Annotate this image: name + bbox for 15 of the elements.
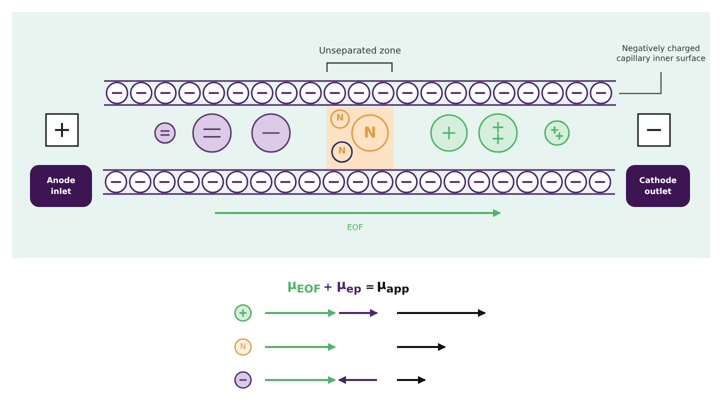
arrow-label: EOF [347, 224, 363, 232]
ion-symbol: N [338, 148, 346, 156]
ion-symbol: N [240, 343, 246, 351]
equation-operator: = [365, 282, 375, 292]
equation-term: μ$_{EOF}$ [287, 278, 321, 296]
ion-symbol: N [364, 126, 376, 140]
equation-operator: + [323, 282, 333, 292]
outlet-box: Cathode outlet [626, 165, 690, 207]
inlet-box: Anode inlet [30, 165, 92, 207]
leader-line [619, 72, 662, 94]
equation-term: μ$_{app}$ [376, 278, 410, 296]
ion-symbol: N [336, 114, 344, 124]
zone-label: Unseparated zone [318, 48, 402, 56]
callout-text: Negatively charged capillary inner surface [612, 36, 710, 72]
equation-term: μ$_{ep}$ [336, 278, 362, 296]
